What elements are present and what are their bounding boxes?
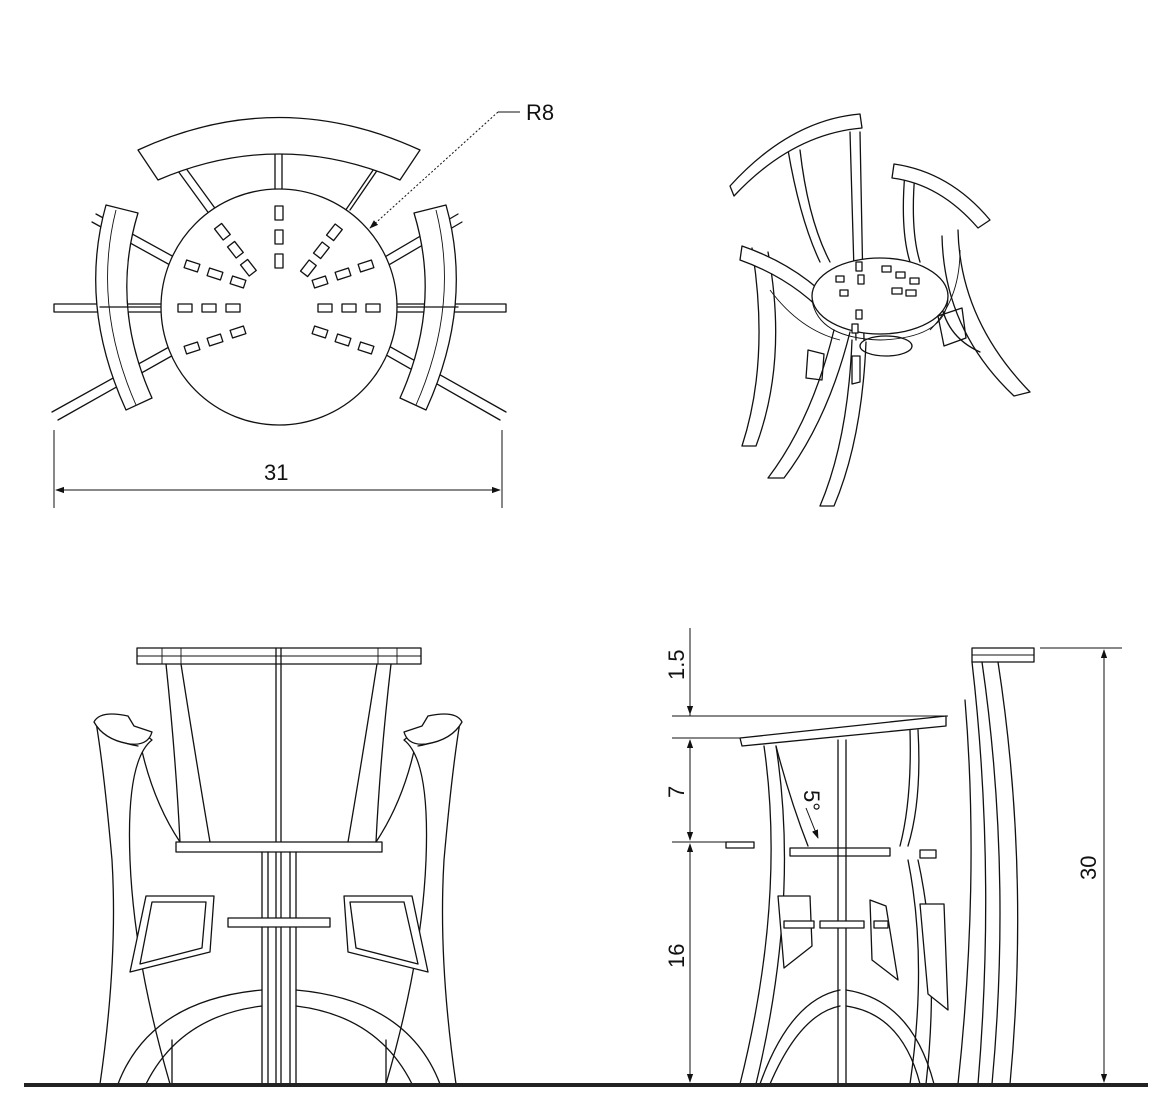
radius-label: R8 xyxy=(526,100,554,125)
dim-1-5-label: 1.5 xyxy=(664,649,689,680)
front-view xyxy=(93,647,463,1085)
seat-slots xyxy=(177,205,381,355)
angle-label: 5° xyxy=(799,790,824,811)
ground-line xyxy=(24,1083,1148,1087)
top-view: R8 31 xyxy=(51,100,554,508)
dim-30-label: 30 xyxy=(1076,856,1101,880)
isometric-view xyxy=(729,113,1031,507)
width-label: 31 xyxy=(264,460,288,485)
dim-16-label: 16 xyxy=(664,944,689,968)
side-view: 5° 1.5 7 16 30 xyxy=(664,628,1122,1085)
dim-7-label: 7 xyxy=(664,786,689,798)
